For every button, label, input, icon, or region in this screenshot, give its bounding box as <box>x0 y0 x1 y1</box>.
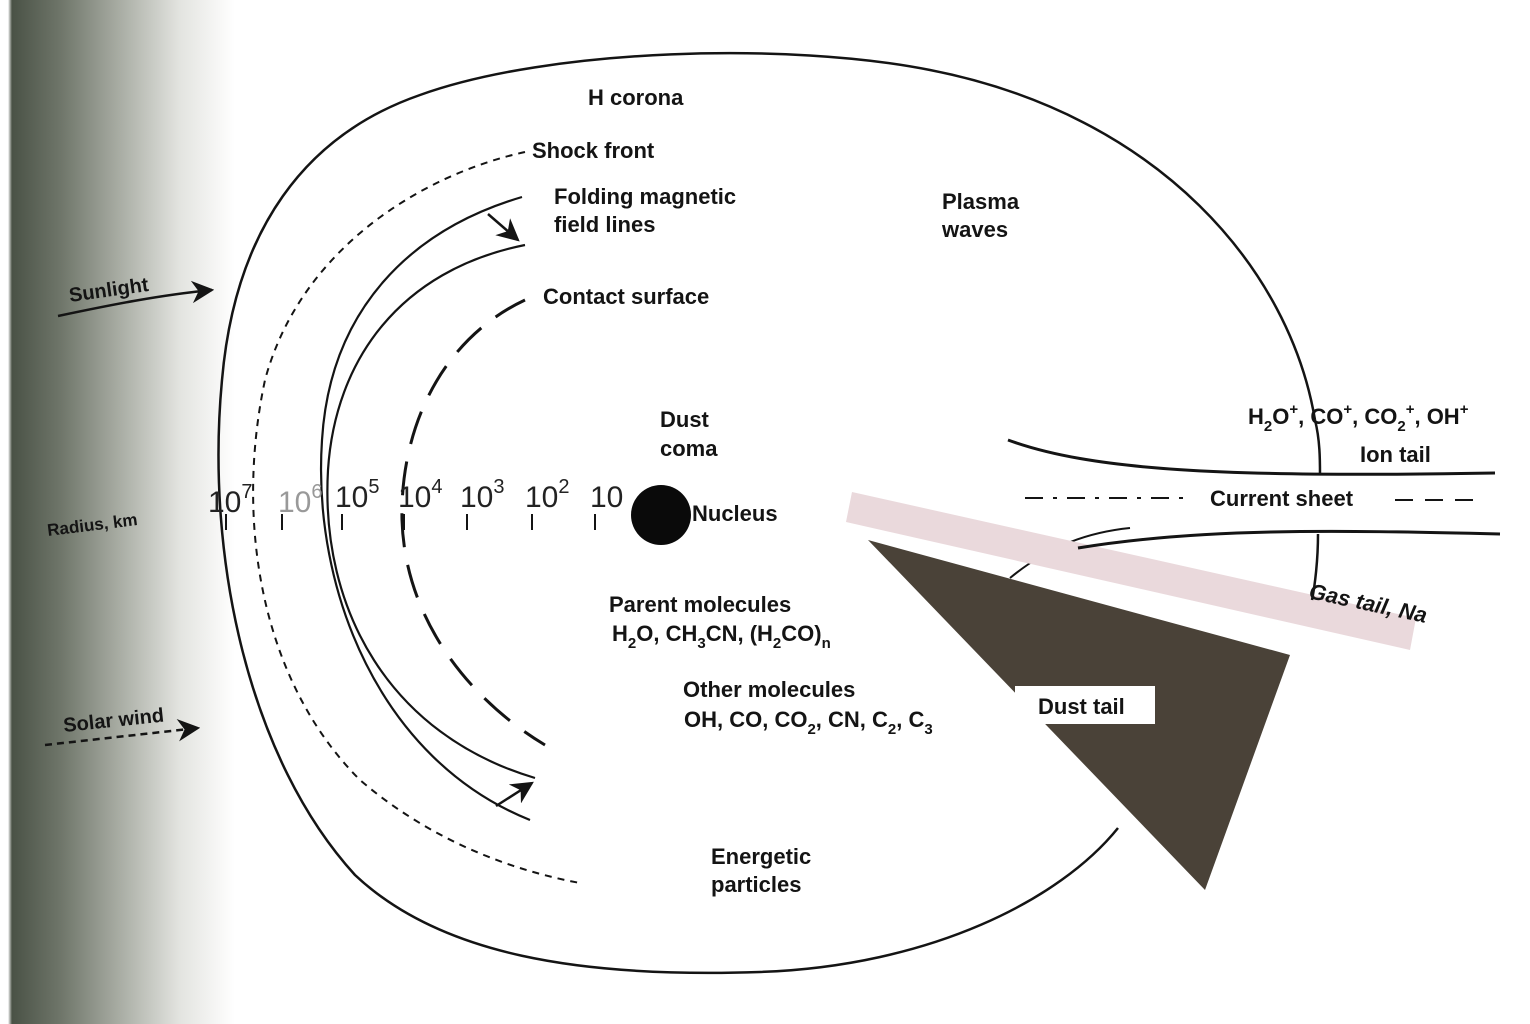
solar-wind-label: Solar wind <box>62 705 165 737</box>
scan-edge-shadow <box>0 0 240 1024</box>
sunlight-label: Sunlight <box>68 274 151 307</box>
other-molecules-title: Other molecules <box>683 677 855 702</box>
dust-tail-label: Dust tail <box>1038 694 1125 719</box>
ion-tail-lower-boundary <box>1077 529 1501 550</box>
parent-molecules-title: Parent molecules <box>609 592 791 617</box>
current-sheet-label: Current sheet <box>1210 486 1354 511</box>
radius-label-1e7: 107 <box>208 481 253 519</box>
parent-molecules-list: H2O, CH3CN, (H2CO)n <box>612 621 831 652</box>
h-corona-label: H corona <box>588 85 684 110</box>
contact-surface-label: Contact surface <box>543 284 709 309</box>
radius-label-1e4: 104 <box>398 476 443 514</box>
dust-coma-label-1: Dust <box>660 407 710 432</box>
ion-tail-label: Ion tail <box>1360 442 1431 467</box>
radius-label-1e5: 105 <box>335 476 380 514</box>
field-line-arrow-bottom <box>495 781 534 808</box>
radius-label-10: 10 <box>590 481 623 514</box>
folding-field-lines-label-1: Folding magnetic <box>554 184 736 209</box>
shock-front-label: Shock front <box>532 138 655 163</box>
energetic-particles-label-2: particles <box>711 872 802 897</box>
nucleus-dot <box>631 485 691 545</box>
gas-tail-band <box>846 492 1416 650</box>
corona-tail-crossing <box>1310 419 1322 601</box>
energetic-particles-label-1: Energetic <box>711 844 811 869</box>
h-corona-outline <box>217 51 1317 975</box>
folding-field-lines-label-2: field lines <box>554 212 655 237</box>
contact-surface-curve <box>400 298 546 747</box>
plasma-waves-label-2: waves <box>941 217 1008 242</box>
nucleus-label: Nucleus <box>692 501 778 526</box>
radius-km-label: Radius, km <box>46 510 138 540</box>
sunlight-arrow <box>57 280 215 318</box>
dust-tail-label-box <box>1015 686 1155 724</box>
radius-ticks <box>225 514 596 530</box>
dust-coma-label-2: coma <box>660 436 718 461</box>
other-molecules-list: OH, CO, CO2, CN, C2, C3 <box>684 707 933 738</box>
field-line-arrow-top <box>487 213 520 242</box>
ion-tail-upper-boundary <box>1007 438 1496 476</box>
solar-wind-arrow <box>44 719 201 747</box>
field-line-inner <box>326 243 536 780</box>
radius-label-1e6: 106 <box>278 481 323 519</box>
radius-label-1e3: 103 <box>460 476 505 514</box>
plasma-waves-label-1: Plasma <box>942 189 1020 214</box>
field-line-outer <box>320 195 531 822</box>
ion-species-label: H2O+, CO+, CO2+, OH+ <box>1248 401 1469 435</box>
radius-label-1e2: 102 <box>525 476 570 514</box>
